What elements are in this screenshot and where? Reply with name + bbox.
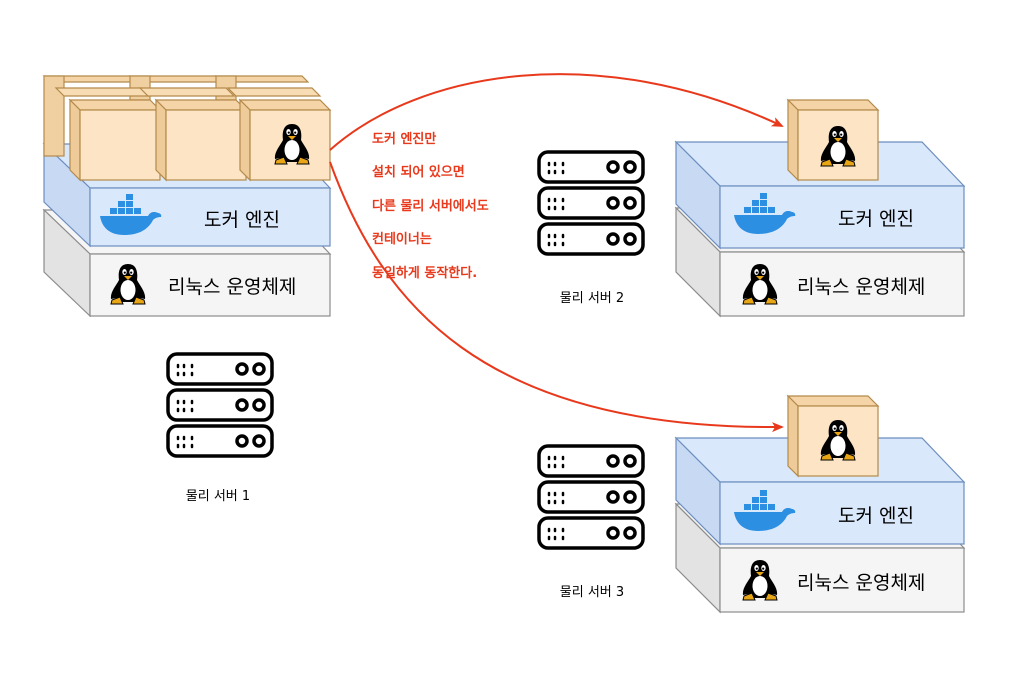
docker-label: 도커 엔진 — [204, 209, 280, 231]
docker-label: 도커 엔진 — [838, 208, 914, 230]
note-line-1: 도커 엔진만 — [372, 131, 436, 147]
right-top-stack: 리눅스 운영체제 도커 엔진 — [674, 98, 966, 318]
container-box — [154, 98, 248, 182]
server-2-label: 물리 서버 2 — [560, 291, 624, 306]
left-stack: 리눅스 운영체제 도커 엔진 — [42, 75, 332, 318]
annotation-note: 도커 엔진만 설치 되어 있으면 다른 물리 서버에서도 컨테이너는 동일하게 … — [372, 131, 489, 281]
migration-arrow-to-server-3 — [329, 161, 784, 433]
os-label: 리눅스 운영체제 — [797, 276, 925, 298]
server-rack-icon — [537, 444, 645, 550]
server-3-label: 물리 서버 3 — [560, 585, 624, 600]
docker-label: 도커 엔진 — [838, 505, 914, 527]
note-line-2: 설치 되어 있으면 — [372, 164, 465, 180]
container-box — [42, 75, 138, 157]
note-line-4: 컨테이너는 — [372, 231, 432, 247]
note-line-3: 다른 물리 서버에서도 — [372, 198, 489, 214]
server-rack-icon — [537, 150, 645, 256]
migration-arrow-to-server-2 — [329, 73, 784, 151]
os-label: 리눅스 운영체제 — [797, 572, 925, 594]
server-rack-icon — [166, 352, 274, 458]
container-box — [68, 98, 162, 182]
note-line-5: 동일하게 동작한다. — [372, 265, 477, 281]
right-bottom-stack: 리눅스 운영체제 도커 엔진 — [674, 394, 966, 614]
server-1-label: 물리 서버 1 — [186, 489, 250, 504]
docker-layer: 도커 엔진 — [674, 140, 966, 250]
os-label: 리눅스 운영체제 — [168, 276, 296, 298]
